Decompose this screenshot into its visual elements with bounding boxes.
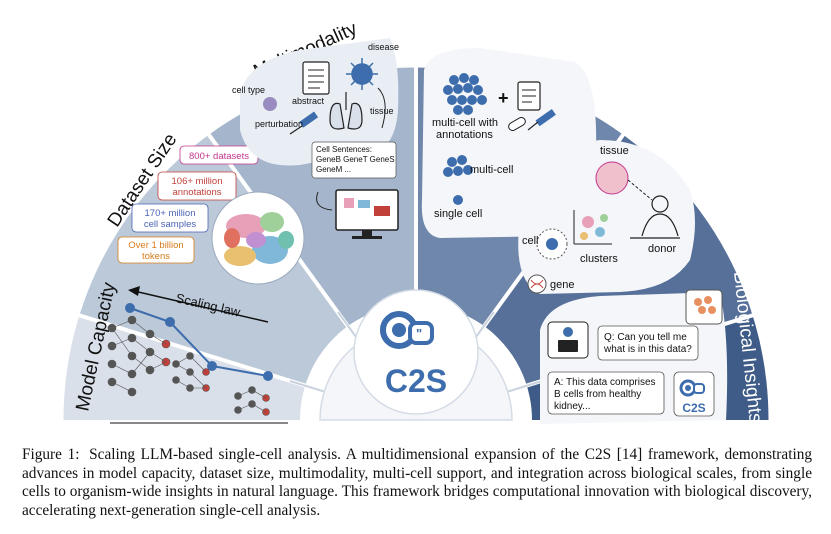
donor-figure-icon	[630, 195, 680, 239]
answer-line-1: A: This data comprises	[554, 377, 656, 388]
c2s-small-logo-text: C2S	[682, 401, 705, 415]
dataset-stat-datasets: 800+ datasets	[189, 151, 249, 162]
dataset-stat-annotations-1: 106+ million	[172, 176, 223, 187]
caption-text: Scaling LLM-based single-cell analysis. …	[22, 446, 812, 519]
svg-text:": "	[416, 326, 422, 341]
label-clusters: clusters	[580, 253, 618, 265]
label-abstract: abstract	[292, 96, 325, 106]
syringe-icon	[527, 108, 556, 131]
pill-icon	[508, 117, 526, 132]
monitor-arrow-icon	[316, 191, 333, 211]
cell-type-icon	[263, 97, 277, 111]
user-laptop-icon	[547, 321, 589, 359]
multi-cell-annotated-icon	[443, 73, 487, 115]
neural-net-small-icon	[234, 386, 270, 416]
dataset-stat-cells-1: 170+ million	[145, 208, 196, 219]
label-tissue-scale: tissue	[600, 145, 629, 157]
cell-sentences-line-2: GeneB GeneT GeneS	[316, 155, 395, 164]
cell-sentences-box	[311, 141, 397, 179]
label-cell-type: cell type	[232, 85, 265, 95]
label-multi-cell-annotations-2: annotations	[436, 129, 493, 141]
answer-bubble	[547, 371, 665, 415]
tissue-donor-connector	[627, 179, 653, 201]
label-gene: gene	[550, 279, 574, 291]
cell-circle-icon	[536, 228, 568, 260]
dataset-stat-cells-2: cell samples	[144, 219, 197, 230]
label-perturbation: perturbation	[255, 119, 303, 129]
neural-net-large-icon	[107, 315, 171, 397]
cells-image-icon	[685, 289, 723, 325]
umap-embedding-icon	[211, 191, 305, 285]
c2s-logo: " C2S	[380, 311, 447, 399]
label-multi-cell: multi-cell	[470, 164, 513, 176]
clusters-plot-icon	[573, 210, 612, 245]
plus-sign: +	[498, 88, 509, 108]
c2s-logo-text: C2S	[385, 363, 447, 399]
multi-cell-icon	[443, 155, 473, 177]
annotation-document-icon	[517, 81, 541, 111]
cell-sentences-line-1: Cell Sentences:	[316, 145, 372, 154]
perturbation-syringe-icon	[289, 111, 319, 135]
cell-sentences-line-3: GeneM ...	[316, 165, 351, 174]
single-cell-icon	[453, 195, 463, 205]
figure-caption: Figure 1: Scaling LLM-based single-cell …	[22, 446, 812, 520]
tissue-lungs-icon	[329, 92, 363, 130]
answer-line-2: B cells from healthy	[554, 389, 641, 400]
scaling-law-arrow	[128, 286, 269, 323]
caption-label: Figure 1:	[22, 446, 80, 463]
tissue-section-icon	[595, 161, 629, 195]
scaling-curve	[125, 303, 273, 381]
biological-insights-panel: Q: Can you tell me what is in this data?…	[540, 289, 728, 424]
question-line-1: Q: Can you tell me	[604, 332, 687, 343]
mm-arrow-icon	[377, 87, 386, 129]
monitor-icon	[335, 189, 399, 239]
label-donor: donor	[648, 243, 676, 255]
biological-scales-panel: tissue donor clusters cell gene	[518, 140, 695, 294]
neural-net-medium-icon	[172, 352, 210, 392]
label-disease: disease	[368, 42, 399, 52]
label-tissue: tissue	[370, 106, 394, 116]
gene-dna-icon	[527, 274, 547, 294]
dataset-stat-boxes: 800+ datasets 106+ million annotations 1…	[117, 145, 259, 264]
label-single-cell: single cell	[434, 208, 482, 220]
c2s-small-logo: C2S	[673, 371, 715, 417]
label-multi-cell-annotations-1: multi-cell with	[432, 117, 498, 129]
answer-line-3: kidney...	[554, 401, 591, 412]
dataset-stat-annotations-2: annotations	[172, 187, 221, 198]
question-bubble	[597, 325, 699, 361]
abstract-document-icon	[302, 61, 330, 95]
multimodality-panel: disease cell type abstract tissue pertur…	[232, 38, 399, 239]
dataset-stat-tokens-2: tokens	[142, 251, 170, 262]
dataset-stat-tokens-1: Over 1 billion	[128, 240, 183, 251]
c2s-fan-diagram: " C2S Model Capacity Scaling law Dataset…	[61, 18, 771, 424]
disease-virus-icon	[346, 58, 378, 90]
label-cell-scale: cell	[522, 235, 539, 247]
question-line-2: what is in this data?	[603, 344, 692, 355]
